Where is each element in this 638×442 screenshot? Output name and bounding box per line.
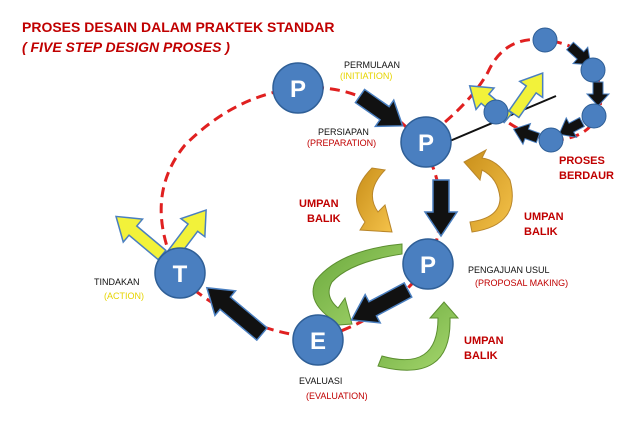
feedback-label-bottom-line2: BALIK	[464, 350, 498, 362]
label-preparation: PERSIAPAN	[318, 127, 369, 137]
label-initiation-english: (INITIATION)	[340, 71, 393, 81]
feedback-label-right: UMPAN BALIK	[524, 210, 564, 240]
node-action-letter: T	[173, 261, 188, 288]
recycle-node	[532, 27, 558, 53]
node-evaluation-letter: E	[310, 328, 326, 355]
label-initiation: PERMULAAN	[344, 60, 401, 70]
recycle-arrow-bottom-left	[512, 122, 541, 146]
feedback-arrow-orange-right	[463, 148, 513, 233]
label-proposal-english: (PROPOSAL MAKING)	[475, 278, 569, 288]
feedback-arrow-green-bottom	[377, 301, 460, 371]
node-initiation-letter: P	[290, 76, 306, 103]
feedback-label-left-line1: UMPAN	[299, 198, 339, 210]
page-title: PROSES DESAIN DALAM PRAKTEK STANDAR	[22, 19, 335, 35]
recycle-node	[483, 99, 509, 125]
feedback-label-right-line1: UMPAN	[524, 211, 564, 223]
recycle-arrow-bottom-right	[558, 116, 586, 139]
feedback-arrow-orange-left	[356, 167, 393, 233]
page-subtitle: ( FIVE STEP DESIGN PROSES )	[22, 39, 230, 55]
recycle-arrow-top	[565, 41, 592, 66]
recycle-node	[538, 127, 564, 153]
label-evaluation-english: (EVALUATION)	[306, 391, 368, 401]
feedback-label-left-line2: BALIK	[307, 213, 341, 225]
node-proposal	[402, 238, 454, 290]
feedback-label-bottom-line1: UMPAN	[464, 335, 504, 347]
feedback-label-left: UMPAN BALIK	[299, 197, 341, 227]
node-evaluation	[292, 314, 344, 366]
progress-arrow-initiation-to-preparation	[354, 88, 404, 128]
progress-arrow-preparation-to-proposal	[423, 179, 459, 238]
recycle-node	[581, 103, 607, 129]
label-evaluation: EVALUASI	[299, 376, 343, 386]
node-initiation	[272, 62, 324, 114]
label-proposal: PENGAJUAN USUL	[468, 265, 550, 275]
label-action: TINDAKAN	[94, 277, 140, 287]
progress-arrow-evaluation-to-action	[205, 286, 269, 342]
feedback-arrow-green-left	[312, 243, 403, 327]
node-proposal-letter: P	[420, 252, 436, 279]
recycle-arrow-right	[585, 81, 611, 107]
node-preparation-letter: P	[418, 130, 434, 157]
label-preparation-english: (PREPARATION)	[307, 138, 377, 148]
feedback-label-bottom: UMPAN BALIK	[464, 334, 504, 364]
output-arrow-recycle-up	[508, 71, 544, 119]
progress-arrow-proposal-to-evaluation	[350, 281, 413, 324]
label-action-english: (ACTION)	[104, 291, 144, 301]
output-arrow-action-left	[115, 215, 167, 261]
recycle-label-line1: PROSES	[559, 155, 605, 167]
node-preparation	[400, 116, 452, 168]
recycle-node	[580, 57, 606, 83]
feedback-label-right-line2: BALIK	[524, 226, 558, 238]
recycle-label: PROSES BERDAUR	[559, 154, 614, 184]
node-action	[154, 247, 206, 299]
recycle-label-line2: BERDAUR	[559, 170, 614, 182]
